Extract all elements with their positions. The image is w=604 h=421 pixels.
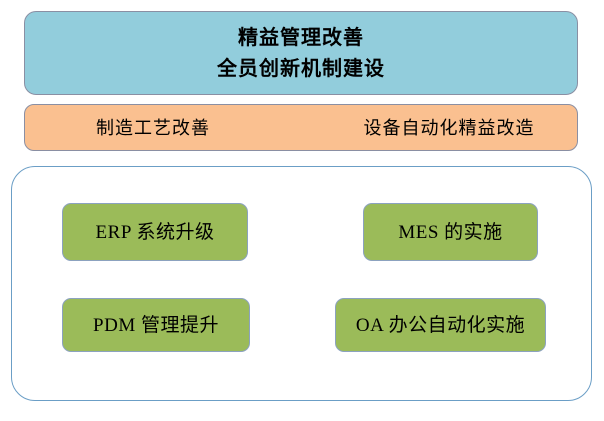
process-improvement-banner: 制造工艺改善 设备自动化精益改造 <box>24 104 578 151</box>
projects-container <box>11 166 592 401</box>
project-box-erp: ERP 系统升级 <box>62 203 248 261</box>
project-box-oa: OA 办公自动化实施 <box>335 298 546 352</box>
lean-management-banner: 精益管理改善 全员创新机制建设 <box>24 11 578 95</box>
project-box-mes: MES 的实施 <box>363 203 538 261</box>
innovation-mechanism-title: 全员创新机制建设 <box>217 57 385 80</box>
equipment-automation-label: 设备自动化精益改造 <box>363 117 535 138</box>
project-box-pdm: PDM 管理提升 <box>62 298 250 352</box>
lean-management-title: 精益管理改善 <box>238 26 364 49</box>
manufacturing-process-improvement-label: 制造工艺改善 <box>96 117 210 138</box>
